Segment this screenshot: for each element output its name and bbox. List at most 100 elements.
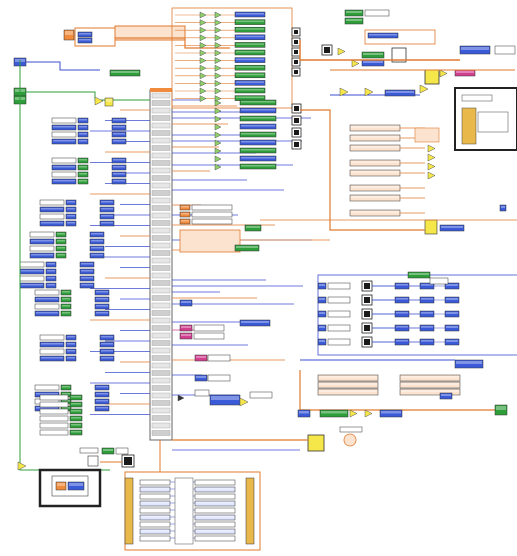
boolean-terminal[interactable]	[69, 429, 83, 436]
input-terminal[interactable]	[344, 17, 364, 25]
indicator-terminal[interactable]	[111, 131, 127, 138]
boolean-and-node[interactable]	[214, 99, 222, 107]
indicator-terminal[interactable]	[111, 117, 127, 124]
indicator-terminal[interactable]	[89, 252, 105, 259]
indicator-terminal[interactable]	[94, 384, 110, 391]
bundle-element[interactable]	[151, 340, 171, 346]
terminal[interactable]	[234, 244, 260, 252]
output-terminal[interactable]	[239, 131, 277, 138]
output-terminal[interactable]	[234, 57, 266, 63]
matrix-terminal[interactable]	[444, 338, 460, 346]
indicator-terminal[interactable]	[77, 124, 89, 131]
indicator-terminal[interactable]	[45, 268, 57, 275]
compare-node[interactable]	[351, 59, 360, 68]
bundle-element[interactable]	[139, 493, 171, 500]
indicator-terminal[interactable]	[39, 355, 65, 362]
compare-node[interactable]	[427, 162, 436, 171]
output-terminal[interactable]	[234, 72, 266, 79]
bundle-element[interactable]	[151, 257, 171, 264]
indicator-terminal[interactable]	[94, 391, 110, 398]
string-constant[interactable]	[399, 381, 461, 389]
bundle-element[interactable]	[151, 212, 171, 219]
indicator-terminal[interactable]	[454, 359, 484, 369]
bundle-element[interactable]	[151, 250, 171, 256]
indicator-terminal[interactable]	[45, 261, 57, 268]
indicator-terminal[interactable]	[29, 231, 55, 238]
indicator-terminal[interactable]	[99, 199, 115, 206]
output-terminal[interactable]	[234, 87, 266, 94]
compare-node[interactable]	[239, 397, 249, 407]
bundle-element[interactable]	[151, 92, 171, 99]
indicator-terminal[interactable]	[60, 289, 72, 296]
terminal[interactable]	[194, 354, 208, 362]
bundle-element[interactable]	[139, 528, 171, 535]
boolean-label[interactable]	[39, 429, 69, 436]
boolean-label[interactable]	[39, 408, 69, 415]
bundle-element[interactable]	[151, 370, 171, 376]
bundle-element[interactable]	[151, 152, 171, 159]
output-terminal[interactable]	[234, 49, 266, 56]
indicator-terminal[interactable]	[65, 341, 77, 348]
indicator-terminal[interactable]	[55, 231, 67, 238]
indicator-terminal[interactable]	[65, 348, 77, 355]
case-selector[interactable]	[87, 455, 99, 467]
indicator-terminal[interactable]	[99, 341, 115, 348]
indicator-terminal[interactable]	[51, 171, 77, 178]
indicator-terminal[interactable]	[34, 296, 60, 303]
bundle-element[interactable]	[139, 500, 171, 507]
indicator-terminal[interactable]	[99, 220, 115, 227]
property-node[interactable]	[179, 218, 191, 225]
string-constant[interactable]	[317, 388, 379, 396]
boolean-and-node[interactable]	[214, 11, 222, 19]
output-terminal[interactable]	[367, 32, 399, 39]
indicator-terminal[interactable]	[77, 117, 89, 124]
terminal[interactable]	[55, 481, 67, 491]
property-node[interactable]	[179, 211, 191, 218]
property-node[interactable]	[179, 204, 191, 211]
indicator-terminal[interactable]	[111, 178, 127, 185]
indicator-terminal[interactable]	[65, 355, 77, 362]
property-label[interactable]	[191, 218, 233, 225]
indicator-terminal[interactable]	[55, 245, 67, 252]
string-constant[interactable]	[399, 388, 461, 396]
label[interactable]	[249, 391, 273, 399]
bundle-element[interactable]	[151, 302, 171, 309]
indicator-terminal[interactable]	[79, 282, 95, 289]
indicator-terminal[interactable]	[111, 124, 127, 131]
indicator-terminal[interactable]	[94, 289, 110, 296]
boolean-label[interactable]	[39, 394, 69, 401]
indicator-terminal[interactable]	[51, 178, 77, 185]
indicator-terminal[interactable]	[89, 231, 105, 238]
indicator-terminal[interactable]	[39, 206, 65, 213]
terminal[interactable]	[379, 409, 403, 418]
indicator-terminal[interactable]	[111, 138, 127, 145]
compare-node[interactable]	[419, 84, 429, 94]
indicator-terminal[interactable]	[60, 384, 72, 391]
boolean-and-node[interactable]	[214, 34, 222, 42]
boolean-and-node[interactable]	[199, 26, 207, 34]
boolean-and-node[interactable]	[199, 95, 207, 103]
boolean-and-node[interactable]	[199, 34, 207, 42]
small-terminal[interactable]	[499, 204, 507, 212]
string-constant[interactable]	[399, 374, 461, 382]
boolean-and-node[interactable]	[199, 19, 207, 27]
indicator-terminal[interactable]	[77, 157, 89, 164]
bundle-element[interactable]	[151, 430, 171, 436]
terminal[interactable]	[239, 319, 271, 327]
indicator-terminal[interactable]	[65, 220, 77, 227]
bundle-element[interactable]	[151, 182, 171, 189]
output-terminal[interactable]	[239, 147, 277, 154]
terminal[interactable]	[317, 296, 327, 304]
label[interactable]	[115, 447, 129, 455]
bundle-element[interactable]	[194, 493, 236, 500]
bundle-element[interactable]	[194, 514, 236, 521]
boolean-and-node[interactable]	[199, 64, 207, 72]
boolean-and-node[interactable]	[214, 107, 222, 115]
output-terminal[interactable]	[234, 42, 266, 48]
label[interactable]	[193, 324, 225, 332]
boolean-and-node[interactable]	[199, 41, 207, 49]
terminal[interactable]	[101, 447, 115, 455]
boolean-terminal[interactable]	[69, 415, 83, 422]
terminal[interactable]	[317, 338, 327, 346]
